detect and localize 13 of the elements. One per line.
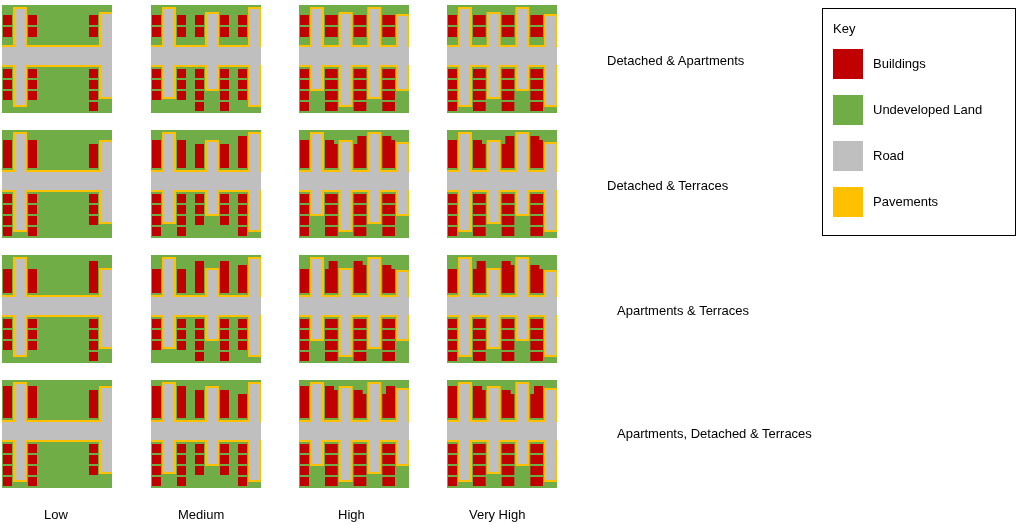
row-label: Detached & Apartments (607, 53, 745, 68)
column-label: Very High (469, 507, 526, 522)
legend-label: Buildings (873, 56, 926, 71)
legend-label: Pavements (873, 194, 939, 209)
column-label: Low (44, 507, 68, 522)
column-label: Medium (178, 507, 225, 522)
legend-label: Undeveloped Land (873, 102, 983, 117)
row-label: Apartments & Terraces (617, 303, 749, 318)
column-label: High (338, 507, 365, 522)
legend-title: Key (833, 21, 856, 36)
row-label: Detached & Terraces (607, 178, 729, 193)
row-label: Apartments, Detached & Terraces (617, 426, 812, 441)
legend-label: Road (873, 148, 905, 163)
